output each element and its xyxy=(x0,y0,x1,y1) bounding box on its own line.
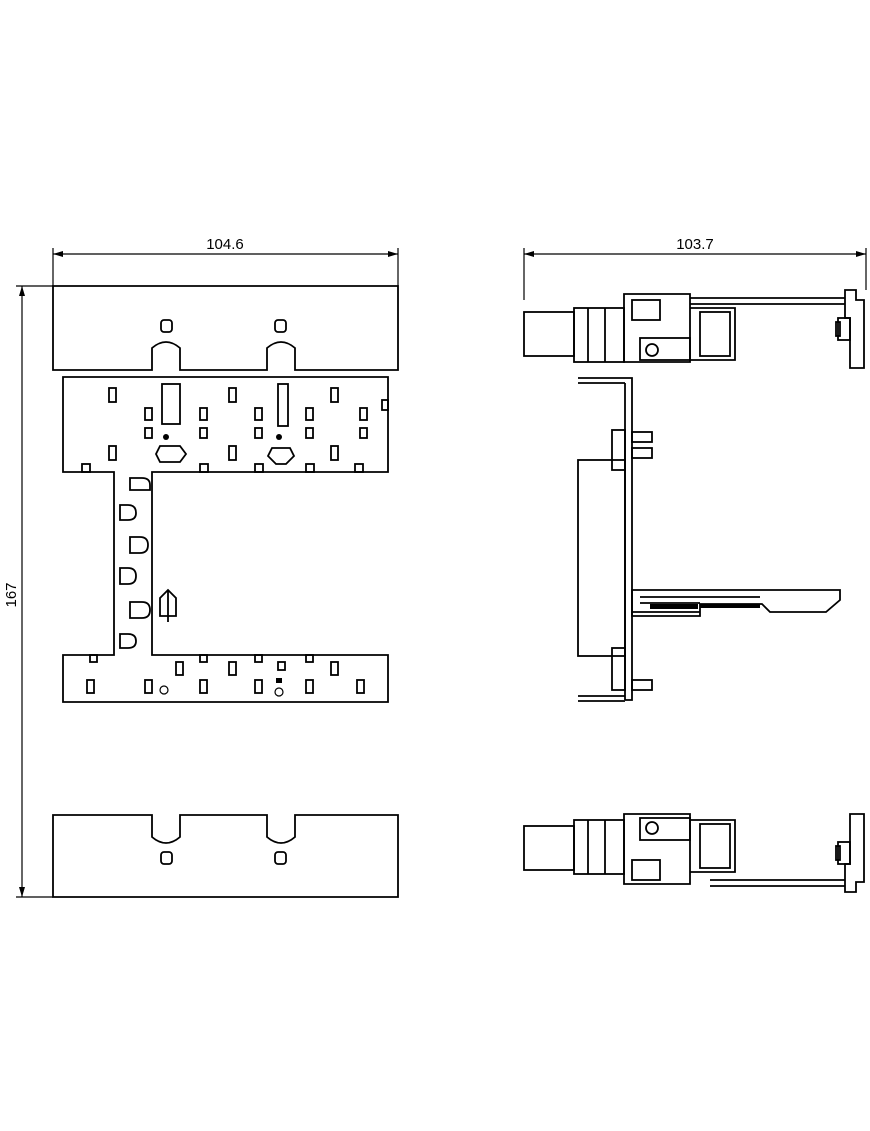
top-terminal-cover xyxy=(52,285,399,371)
dimension-front-width-label: 104.6 xyxy=(206,236,244,253)
side-bottom-assembly xyxy=(523,813,865,893)
bottom-terminal-cover xyxy=(52,814,399,898)
dimension-side-width: 103.7 xyxy=(523,236,867,300)
side-top-assembly xyxy=(523,289,865,369)
base-plate xyxy=(62,376,389,703)
dimension-height: 167 xyxy=(3,285,53,898)
dimension-height-label: 167 xyxy=(3,582,20,607)
side-middle-body xyxy=(577,377,841,702)
dimension-front-width: 104.6 xyxy=(52,236,399,286)
side-view: 103.7 xyxy=(523,236,867,893)
dimension-side-width-label: 103.7 xyxy=(676,236,714,253)
front-view: 104.6 167 xyxy=(3,236,399,898)
